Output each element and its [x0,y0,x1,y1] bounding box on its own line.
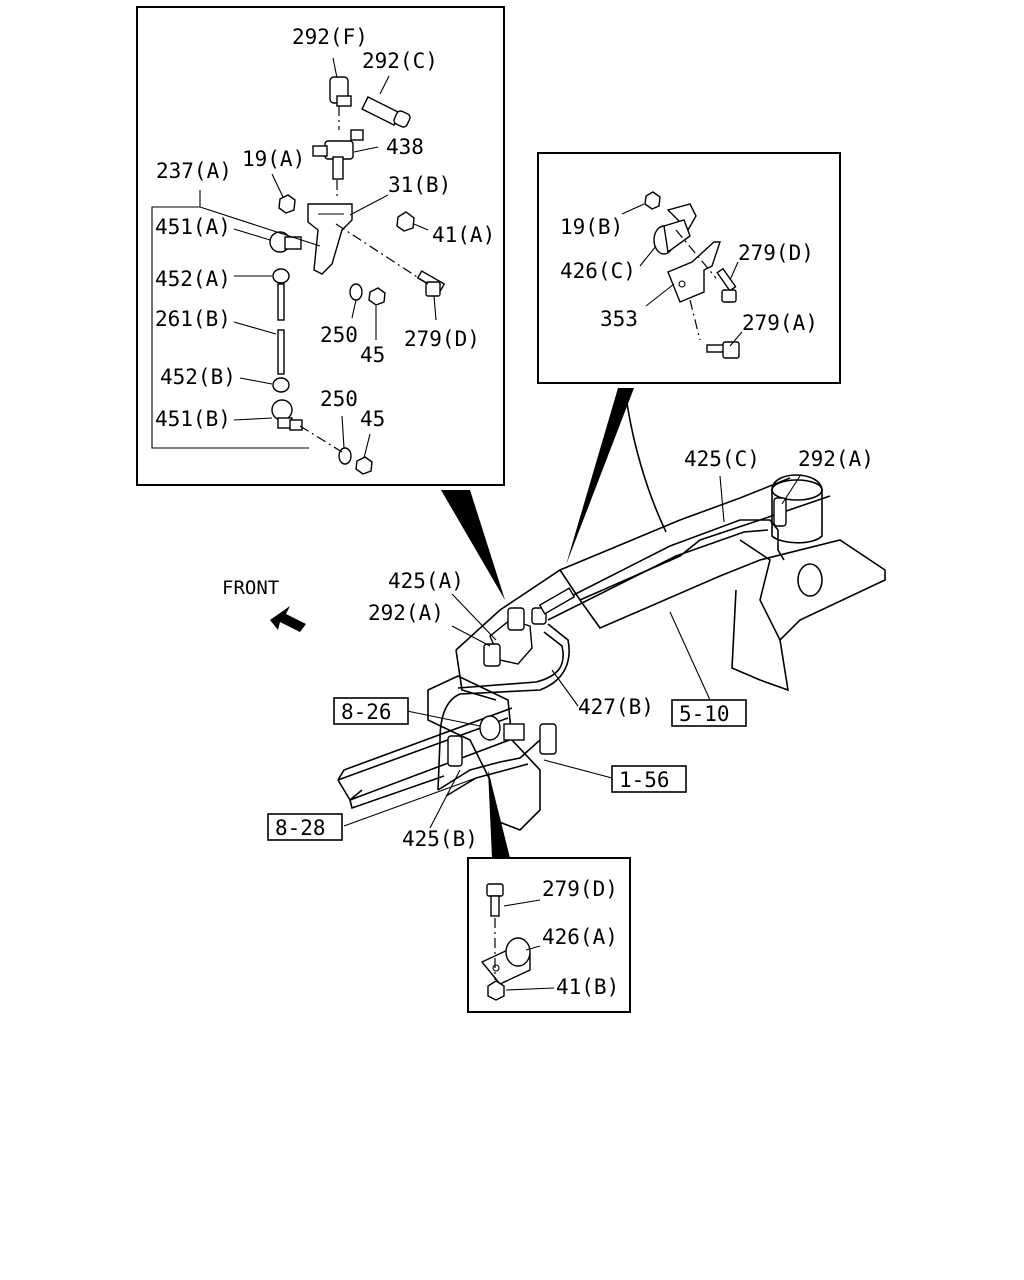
label-353: 353 [600,307,638,331]
clamp-426c [653,203,697,255]
label-31b: 31(B) [388,173,451,197]
rod-261b [277,283,285,375]
label-45-a: 45 [360,343,385,367]
main-assembly [270,474,886,831]
clamp-426a [480,937,531,985]
label-426a: 426(A) [542,925,618,949]
nut-452a [272,268,290,284]
tee-fitting-292f [329,76,352,107]
label-45-b: 45 [360,407,385,431]
elbow-451a [269,231,302,253]
label-425a: 425(A) [388,569,464,593]
label-452a: 452(A) [155,267,231,291]
label-292f: 292(F) [292,25,368,49]
label-250-b: 250 [320,387,358,411]
cross-fitting-438 [312,129,364,180]
label-452b: 452(B) [160,365,236,389]
washer-250-a [349,283,363,301]
label-279d-a: 279(D) [404,327,480,351]
label-41b: 41(B) [556,975,619,999]
label-292a-mid: 292(A) [368,601,444,625]
detail-box-top-right [537,152,841,384]
nut-19a [278,194,296,214]
bolt-279d-b [716,267,737,303]
label-front: FRONT [222,577,279,599]
label-237a: 237(A) [156,159,232,183]
callout-wedges [441,388,667,858]
detail-box-top-left [136,6,505,486]
label-279a: 279(A) [742,311,818,335]
label-427b: 427(B) [578,695,654,719]
nut-19b [644,191,661,210]
nut-41a [396,211,415,232]
label-279d-b: 279(D) [738,241,814,265]
label-261b: 261(B) [155,307,231,331]
label-279d-c: 279(D) [542,877,618,901]
label-19b: 19(B) [560,215,623,239]
bolt-279a [706,341,740,359]
label-438: 438 [386,135,424,159]
reference-labels: 8-26 5-10 1-56 8-28 [267,697,747,841]
ref-5-10[interactable]: 5-10 [671,699,747,727]
label-250-a: 250 [320,323,358,347]
bolt-279d-a [416,270,446,297]
ref-8-28-text: 8-28 [275,816,326,840]
ref-8-26[interactable]: 8-26 [333,697,409,725]
bracket-31b [307,203,353,275]
washer-250-b [338,447,352,465]
nut-452b [272,377,290,393]
bracket-353 [667,241,721,303]
hose-292c [361,96,411,128]
nut-41b [487,980,505,1001]
ref-1-56-text: 1-56 [619,768,670,792]
label-292a-top: 292(A) [798,447,874,471]
label-451a: 451(A) [155,215,231,239]
label-426c: 426(C) [560,259,636,283]
ref-8-26-text: 8-26 [341,700,392,724]
label-19a: 19(A) [242,147,305,171]
nut-45-b [355,456,373,475]
label-425b: 425(B) [402,827,478,851]
part-labels: 292(F) 292(C) 438 19(A) 237(A) 31(B) 451… [155,25,874,999]
ref-1-56[interactable]: 1-56 [611,765,687,793]
ref-5-10-text: 5-10 [679,702,730,726]
nut-45-a [368,287,386,306]
label-292c: 292(C) [362,49,438,73]
bolt-279d-c [486,883,504,917]
elbow-451b [271,399,303,431]
detail-box-bottom [467,857,631,1013]
front-arrow-icon [270,606,306,632]
label-41a: 41(A) [432,223,495,247]
label-451b: 451(B) [155,407,231,431]
label-425c: 425(C) [684,447,760,471]
ref-8-28[interactable]: 8-28 [267,813,343,841]
